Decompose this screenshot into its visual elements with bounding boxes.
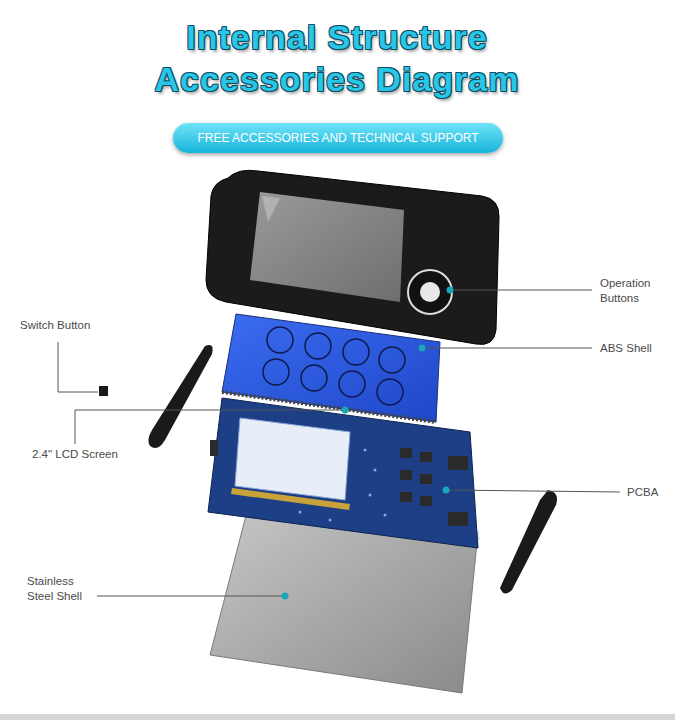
- pcb-dots: [299, 449, 387, 522]
- part-label: Operation Buttons: [600, 276, 670, 306]
- pcb-board: [208, 398, 478, 548]
- abs-shell: [206, 170, 499, 344]
- lcd-icons: [263, 327, 405, 405]
- button-ring: [408, 270, 452, 314]
- part-label: Stainless Steel Shell: [27, 574, 95, 604]
- window-highlight: [262, 196, 280, 222]
- banner-pill: FREE ACCESSORIES AND TECHNICAL SUPPORT: [173, 123, 503, 153]
- part-label: Switch Button: [20, 318, 130, 333]
- left-side-piece: [148, 345, 212, 448]
- lcd-pins: [222, 392, 436, 422]
- leader-lines: [58, 290, 620, 596]
- part-label: 2.4" LCD Screen: [32, 447, 152, 462]
- banner-text: FREE ACCESSORIES AND TECHNICAL SUPPORT: [197, 131, 478, 145]
- pcb-connector: [231, 488, 350, 510]
- right-side-piece: [500, 490, 557, 594]
- display-window: [250, 192, 404, 302]
- part-label: ABS Shell: [600, 341, 672, 356]
- switch-button-part: [99, 386, 108, 396]
- center-button: [420, 282, 440, 302]
- bottom-bar: [0, 714, 675, 720]
- pcb-window: [235, 418, 350, 500]
- pcb-components: [210, 440, 468, 526]
- part-label: PCBA: [627, 485, 672, 500]
- page-title: Internal Structure Accessories Diagram: [127, 16, 547, 100]
- leader-dots: [282, 287, 454, 600]
